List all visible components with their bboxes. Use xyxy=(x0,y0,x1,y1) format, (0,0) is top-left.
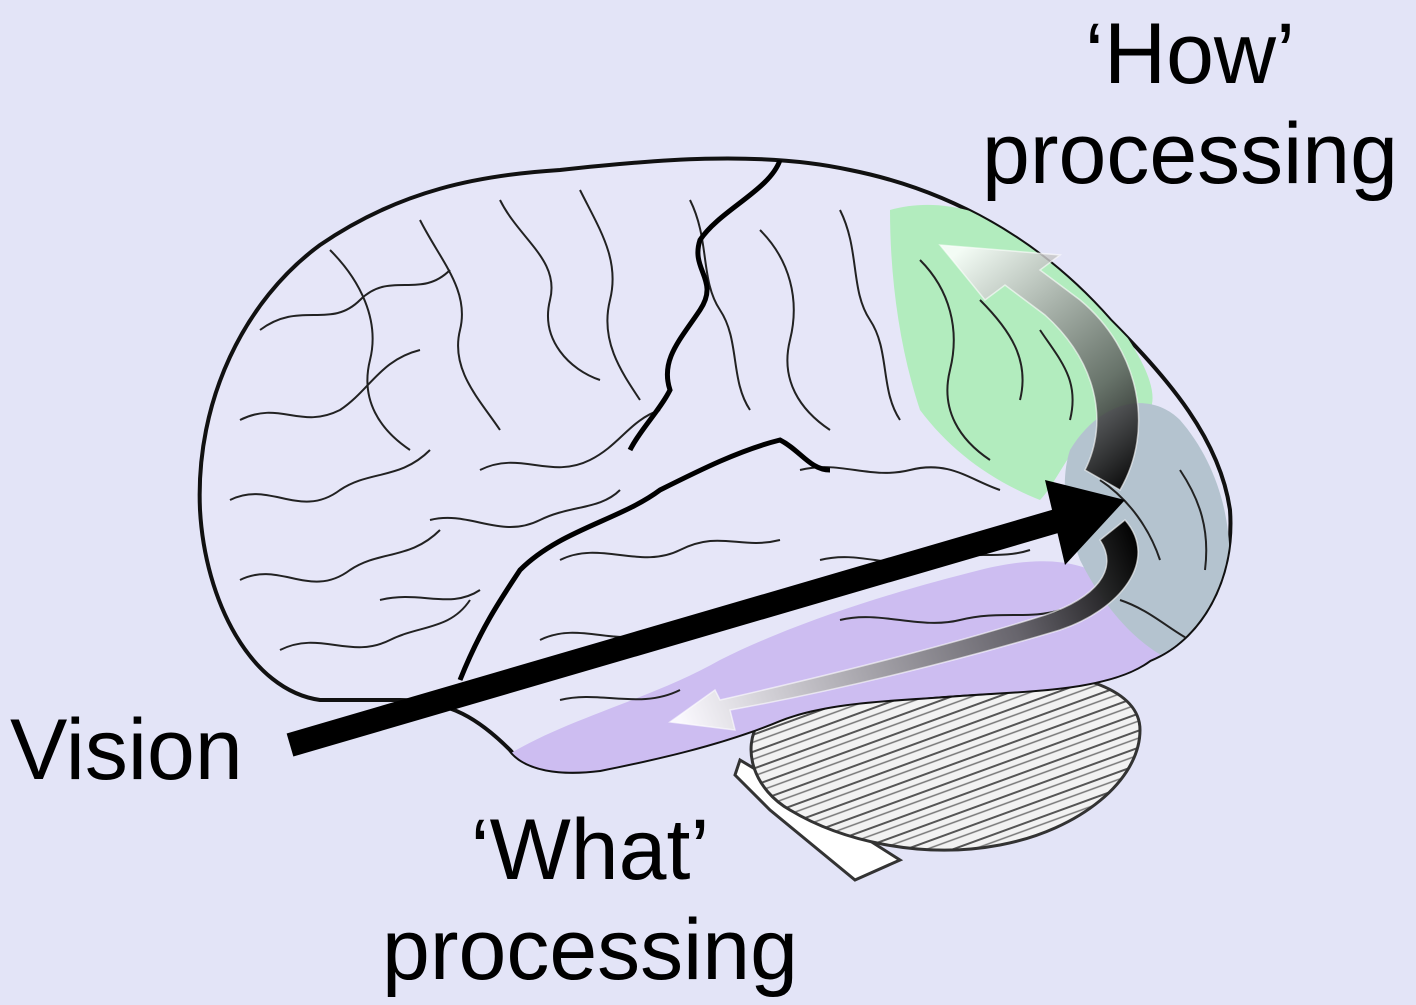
what-processing-subtitle: processing xyxy=(360,900,820,1000)
vision-label: Vision xyxy=(10,700,243,800)
what-processing-label: ‘What’ processing xyxy=(360,800,820,1000)
how-processing-title: ‘How’ xyxy=(960,4,1416,104)
how-processing-label: ‘How’ processing xyxy=(960,4,1416,204)
what-processing-title: ‘What’ xyxy=(360,800,820,900)
how-processing-subtitle: processing xyxy=(960,104,1416,204)
